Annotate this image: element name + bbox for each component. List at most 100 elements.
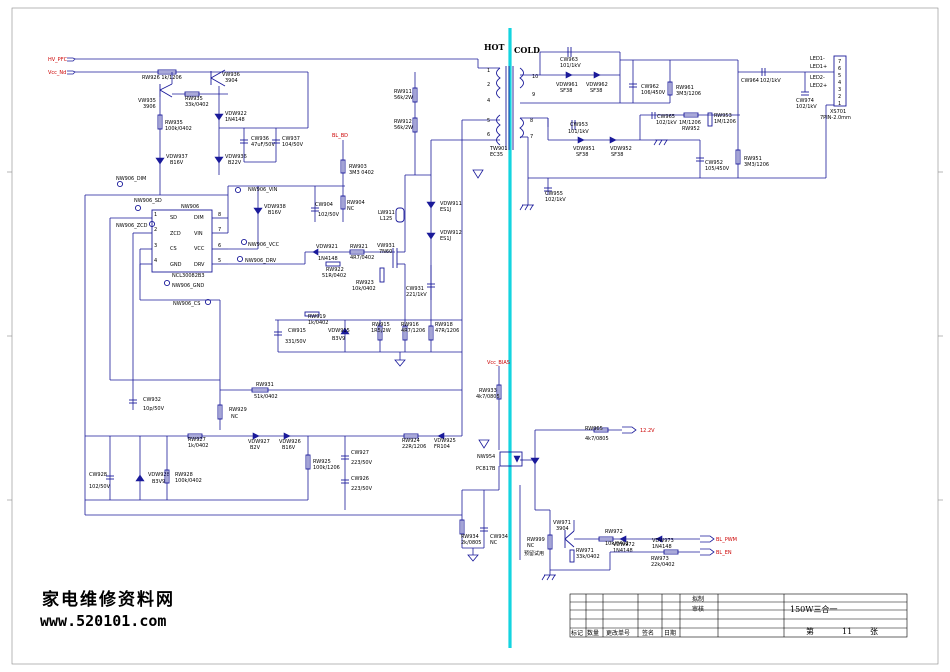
cw934-value: NC <box>490 540 498 546</box>
vdw938-ref: VDW938 <box>264 204 286 210</box>
vdw928-value: B3V9 <box>152 479 165 485</box>
vw931-value: 7N60 <box>379 249 392 255</box>
tw901-pin-8: 8 <box>530 118 533 124</box>
transistor-vw935 <box>159 72 173 98</box>
resistor-rw935 <box>157 114 163 130</box>
zener-vdw937 <box>155 157 165 165</box>
cw962-value: 106/450V <box>641 90 666 96</box>
resistor-rw926 <box>157 69 177 75</box>
rw931-ref: RW931 <box>256 382 274 388</box>
rw929-ref: RW929 <box>229 407 247 413</box>
net-bl-en: BL_EN <box>716 550 732 556</box>
rw935-value: 100k/0402 <box>165 126 192 132</box>
cw928-ref: CW928 <box>89 472 107 478</box>
cw965-ref: CW965 <box>657 114 675 120</box>
zener-vdw928 <box>135 474 145 482</box>
chassis-ground-3-icon <box>541 574 556 581</box>
vdw927-value: B2V <box>250 445 261 451</box>
vdw912-ref: VDW912 <box>440 230 462 236</box>
nw954-ref: NW954 <box>477 454 495 460</box>
ic-pin-num-5: 5 <box>218 258 221 264</box>
resistor-rw929 <box>217 404 223 420</box>
ic-part: NCL30082B3 <box>172 273 205 279</box>
resistor-rw924 <box>403 433 419 439</box>
hot-label: HOT <box>484 42 505 52</box>
cw937-ref: CW937 <box>282 136 300 142</box>
tb-sheet-suffix: 张 <box>870 627 878 636</box>
tp-vin: NW906_VIN <box>248 187 278 193</box>
rw999-value: NC <box>527 543 535 549</box>
rw915-value: 1R5/2W <box>371 328 391 334</box>
resistor-rw933 <box>496 384 502 400</box>
rw931-value: 51k/0402 <box>254 394 278 400</box>
rw904-ref: RW904 <box>347 200 365 206</box>
cw927-value: 223/50V <box>351 460 373 466</box>
vdw915-ref: VDW915 <box>328 328 350 334</box>
ic-pin-num-7: 7 <box>218 227 221 233</box>
xs701-pin-7: 7 <box>838 59 841 65</box>
resistor-rw915 <box>377 325 383 341</box>
tw901-pin-7: 7 <box>530 134 533 140</box>
rw934-ref: RW934 <box>461 534 479 540</box>
rw934-value: 2k/0805 <box>461 540 482 546</box>
resistor-rw972 <box>598 536 614 542</box>
border-ticks <box>7 171 943 501</box>
zener-vdw938 <box>253 207 263 215</box>
vdw952-value: SF38 <box>611 152 623 158</box>
diode-vdw951 <box>577 136 585 144</box>
cw926-ref: CW926 <box>351 476 369 482</box>
resistor-rw999 <box>547 534 553 550</box>
tw901-pin-9: 9 <box>532 92 535 98</box>
cw915-ref: CW915 <box>288 328 306 334</box>
rw924-value: 22R/1206 <box>402 444 426 450</box>
vdw925-ref: VDW925 <box>434 438 456 444</box>
tb-header-mark: 标记 <box>571 629 583 637</box>
rw912-ref: RW912 <box>394 119 412 125</box>
vw935-ref: VW935 <box>138 98 156 104</box>
transistor-vw936 <box>210 69 226 87</box>
rw935a-ref: RW935 <box>185 96 203 102</box>
ic-pin-cs: CS <box>170 246 177 252</box>
rw971-ref: RW971 <box>576 548 594 554</box>
cw955-value: 102/1kV <box>545 197 566 203</box>
vdw951-value: SF38 <box>576 152 588 158</box>
tw901-pin-4: 4 <box>487 98 490 104</box>
vdw915-value: B3V9 <box>332 336 345 342</box>
resistor-rw952 <box>683 112 699 118</box>
watermark-url: www.520101.com <box>40 612 166 630</box>
optocoupler-nw954 <box>499 451 523 467</box>
tw901-pin-10: 10 <box>532 74 538 80</box>
ic-pin-vcc: VCC <box>194 246 205 252</box>
net-vcc-bias: Vcc_BIAS <box>487 360 510 366</box>
net-bl-pwm: BL_PWM <box>716 537 737 543</box>
rw922-value: 51R/0402 <box>322 273 346 279</box>
cw937-value: 104/50V <box>282 142 304 148</box>
ic-pin-num-8: 8 <box>218 212 221 218</box>
rw921-ref: RW921 <box>350 244 368 250</box>
resistor-rw919 <box>304 311 320 317</box>
rw965-value: 4k7/0805 <box>585 436 609 442</box>
vdw962-ref: VDW962 <box>586 82 608 88</box>
resistor-rw961a <box>667 81 673 96</box>
rw953-value: 1M/1206 <box>714 119 736 125</box>
rw919-value: 1k/0402 <box>308 320 329 326</box>
cw934-ref: CW934 <box>490 534 508 540</box>
lw911-ref: LW911 <box>378 210 395 216</box>
vdw921-ref: VDW921 <box>316 244 338 250</box>
resistor-rw934 <box>459 519 465 535</box>
cw952-ref: CW952 <box>705 160 723 166</box>
vdw926-ref: VDW926 <box>279 439 301 445</box>
net-vcc-nd: Vcc_Nd <box>48 70 66 76</box>
vdw922-value: 1N4148 <box>225 117 245 123</box>
rw971-value: 33k/0402 <box>576 554 600 560</box>
tw901-value: EC35 <box>490 152 503 158</box>
vdw926-value: B16V <box>282 445 296 451</box>
cw931-value: 221/1kV <box>406 292 427 298</box>
vdw936-ref: VDW936 <box>225 154 247 160</box>
cw936-value: 47uF/50V <box>251 142 275 148</box>
conn-pin-led2-plus: LED2+ <box>810 83 827 89</box>
warning-triangle-icon <box>472 169 484 179</box>
cw932-ref: CW932 <box>143 397 161 403</box>
rw918-value: 47R/1206 <box>435 328 459 334</box>
vdw912-value: ES1J <box>440 236 451 242</box>
